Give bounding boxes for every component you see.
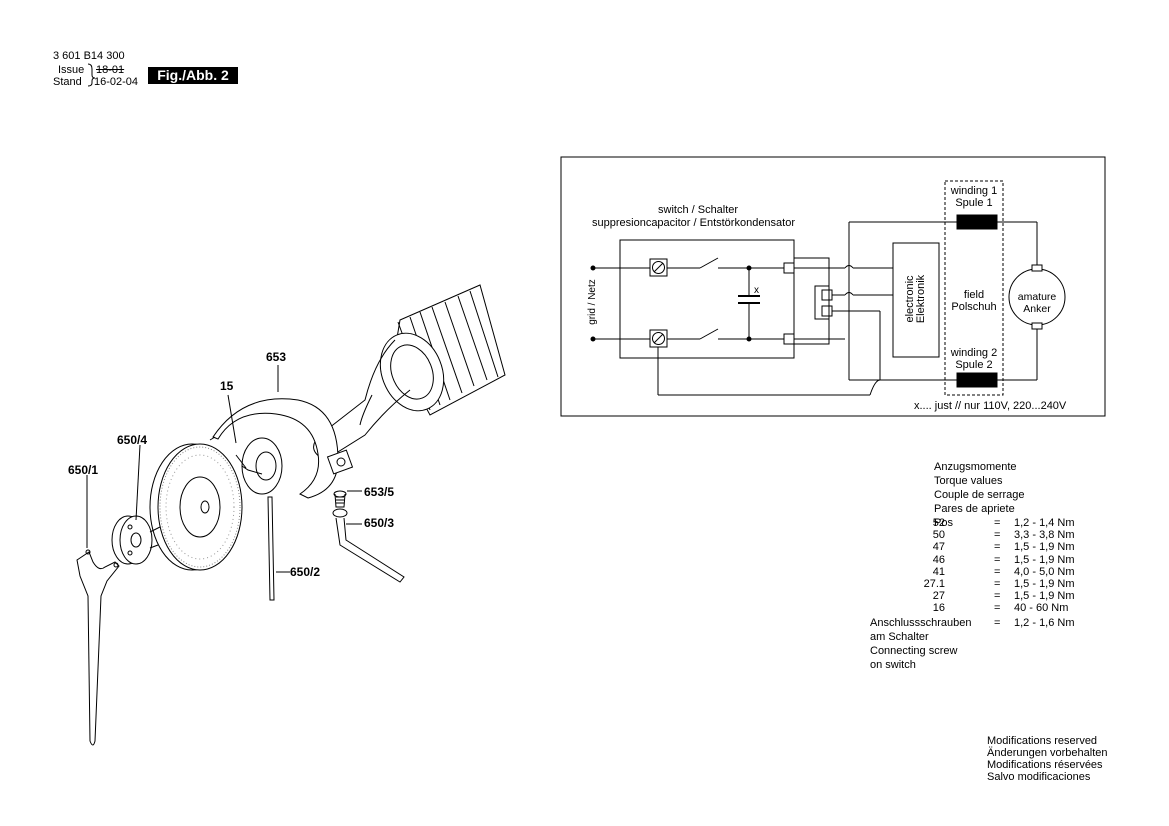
footer-line1: Modifications reserved [987,735,1098,747]
callout-650-4: 650/4 [117,433,148,447]
motor-line2: Anker [1023,303,1051,315]
electronic-line2: Elektronik [915,274,927,324]
torque-pos: 27 [932,590,945,603]
field-dashed-box [944,180,1004,396]
electronic-label: electronic Elektronik [904,249,927,349]
screw-terminal-top [649,258,668,277]
grinding-wheel [149,443,243,571]
field-line2: Polschuh [951,301,997,313]
torque-heading-es: Pares de apriete [934,503,1015,515]
torque-pos: 52 [932,517,945,529]
winding-1 [956,214,998,230]
motor-line1: amature [1017,291,1057,303]
screws-range: 1,2 - 1,6 Nm [1014,617,1075,629]
torque-range: 1,5 - 1,9 Nm [1014,541,1075,554]
torque-range: 40 - 60 Nm [1014,602,1069,615]
torque-pos: 16 [932,602,945,615]
torque-eq: = [994,529,1001,542]
torque-pos: 27.1 [923,577,945,590]
flange-nut [111,515,161,565]
issue-date-old: 18-01 [96,64,125,76]
torque-heading-de: Anzugsmomente [934,461,1017,473]
screws-eq: = [994,617,1001,629]
field-label: field Polschuh [945,289,1003,313]
grinder-body [313,284,506,461]
torque-eq: = [994,541,1001,554]
hex-key [332,508,405,583]
exploded-view [76,284,506,746]
schematic-footnote: x.... just // nur 110V, 220...240V [914,400,1067,412]
torque-eq: = [994,553,1001,566]
torque-range: 1,5 - 1,9 Nm [1014,553,1075,566]
torque-range: 4,0 - 5,0 Nm [1014,565,1075,578]
torque-range: 1,5 - 1,9 Nm [1014,590,1075,603]
torque-range: 1,5 - 1,9 Nm [1014,577,1075,590]
stand-date: 16-02-04 [94,76,139,88]
winding-1-line1: winding 1 [950,185,998,197]
pin-spanner [76,549,120,746]
torque-pos: 46 [932,553,945,566]
torque-pos: 50 [932,529,945,542]
callout-15: 15 [220,379,234,393]
footer-line4: Salvo modificaciones [987,771,1091,783]
capacitor-label: suppresioncapacitor / Entstörkondensator [592,217,796,229]
winding-2-line2: Spule 2 [955,359,993,371]
capacitor-x-label: x [754,285,759,296]
suppression-capacitor [738,268,760,339]
torque-range: 3,3 - 3,8 Nm [1014,529,1075,542]
torque-pos: 47 [932,541,945,554]
figure-label: Fig./Abb. 2 [148,67,238,84]
callout-653: 653 [266,350,287,364]
stand-label: Stand [53,76,82,88]
callout-653-5: 653/5 [364,485,395,499]
switch-label: switch / Schalter [658,204,739,216]
issue-label: Issue [58,64,85,76]
spindle-flange [235,437,283,495]
torque-eq: = [994,577,1001,590]
locking-rod [267,496,275,601]
torque-heading-en: Torque values [934,475,1003,487]
motor-label: amature Anker [1009,291,1065,315]
switch-contact-bottom [699,328,719,340]
winding-2-label: winding 2 Spule 2 [947,347,1001,371]
electronic-box [892,242,940,358]
field-line1: field [963,289,985,301]
screws-line2: am Schalter [870,631,929,643]
winding-1-line2: Spule 1 [955,197,993,209]
screws-line4: on switch [870,659,916,671]
torque-eq: = [994,565,1001,578]
part-number: 3 601 B14 300 [53,50,125,62]
callout-650-3: 650/3 [364,516,395,530]
schematic-frame [560,156,1106,417]
torque-pos: 41 [932,565,945,578]
leader-lines [86,365,362,573]
screws-line1: Anschlussschrauben [870,617,972,629]
winding-2-line1: winding 2 [950,347,998,359]
switch-box [619,239,795,359]
header-brace [87,63,96,87]
torque-eq: = [994,517,1001,529]
wiring-schematic [560,156,1106,417]
screw-terminal-bottom [649,329,668,348]
torque-range: 1,2 - 1,4 Nm [1014,517,1075,529]
winding-2 [956,372,998,388]
guard-screw [333,490,347,508]
connector-plug [814,285,830,320]
winding-1-label: winding 1 Spule 1 [947,185,1001,209]
callout-650-2: 650/2 [290,565,321,579]
callout-650-1: 650/1 [68,463,99,477]
connector-block [793,257,830,345]
footer-line3: Modifications réservées [987,759,1103,771]
wheel-guard [209,398,354,499]
grid-label: grid / Netz [587,279,598,325]
footer-line2: Änderungen vorbehalten [987,747,1108,759]
torque-eq: = [994,602,1001,615]
screws-line3: Connecting screw [870,645,958,657]
switch-contact-top [699,257,719,269]
torque-pos-label: Pos [934,517,953,529]
torque-eq: = [994,590,1001,603]
torque-heading-fr: Couple de serrage [934,489,1025,501]
